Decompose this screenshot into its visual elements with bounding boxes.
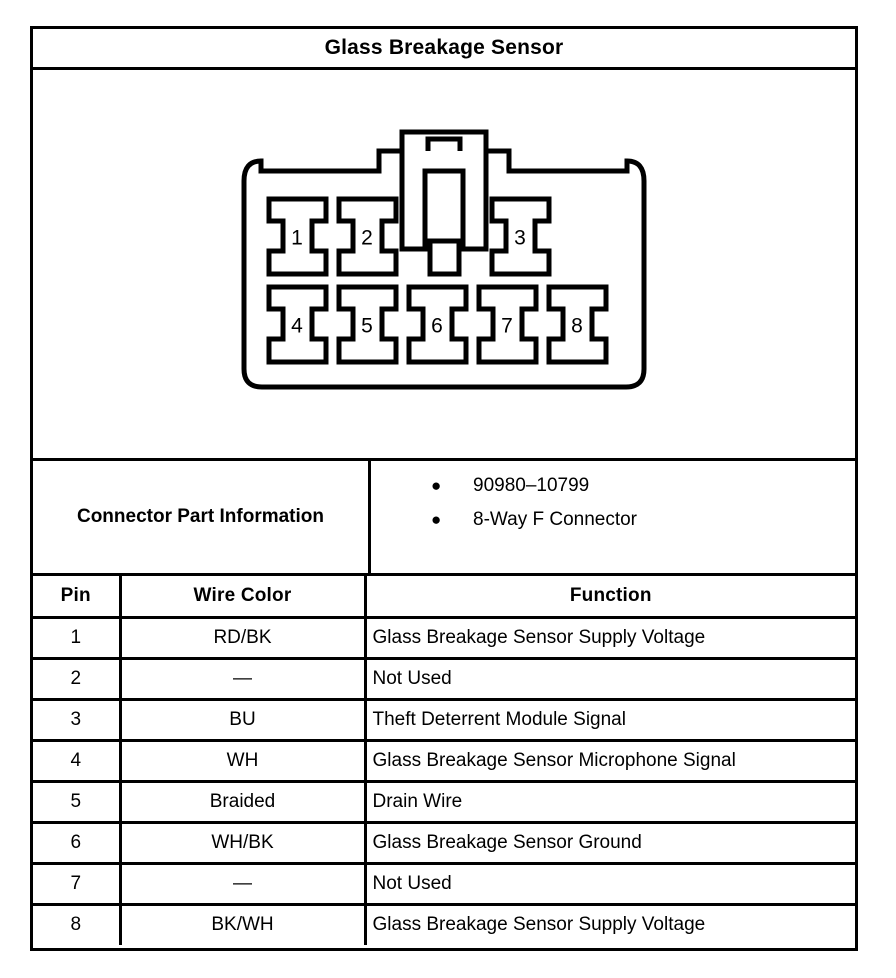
cell-pin: 1 <box>33 617 122 660</box>
column-header-pin: Pin <box>33 576 122 619</box>
cell-function: Not Used <box>365 863 855 906</box>
table-row: 2 — Not Used <box>33 658 855 701</box>
cell-function: Theft Deterrent Module Signal <box>365 699 855 742</box>
cell-pin: 7 <box>33 863 122 906</box>
column-header-wire-color: Wire Color <box>120 576 367 619</box>
latch-tab <box>425 136 463 151</box>
pin-assignment-table: Pin Wire Color Function 1 RD/BK Glass Br… <box>33 576 855 945</box>
pin-label-2: 2 <box>361 227 373 250</box>
cell-function: Glass Breakage Sensor Supply Voltage <box>372 914 706 936</box>
pin-label-7: 7 <box>501 315 513 338</box>
pin-label-8: 8 <box>571 315 583 338</box>
table-row: 6 WH/BK Glass Breakage Sensor Ground <box>33 822 855 865</box>
connector-shell-outline <box>241 148 647 390</box>
cell-pin: 8 <box>33 904 122 945</box>
terminal-cavity-8 <box>546 284 609 365</box>
center-keyway-square <box>427 238 462 277</box>
cell-function: Glass Breakage Sensor Ground <box>365 822 855 865</box>
connector-type: 8-Way F Connector <box>473 509 638 530</box>
cell-wire-color: — <box>120 863 367 906</box>
terminal-cavity-3 <box>489 196 552 277</box>
terminal-cavity-6 <box>406 284 469 365</box>
cell-wire-color: Braided <box>120 781 367 824</box>
table-header-row: Pin Wire Color Function <box>33 576 855 619</box>
pin-label-6: 6 <box>431 315 443 338</box>
table-row: 1 RD/BK Glass Breakage Sensor Supply Vol… <box>33 617 855 660</box>
cell-wire-color: BU <box>120 699 367 742</box>
list-item: ● 90980–10799 <box>431 475 855 497</box>
pin-label-5: 5 <box>361 315 373 338</box>
cell-wire-color: WH/BK <box>120 822 367 865</box>
table-body: 1 RD/BK Glass Breakage Sensor Supply Vol… <box>33 617 855 945</box>
cell-pin: 6 <box>33 822 122 865</box>
connector-part-information-values: ● 90980–10799 ● 8-Way F Connector <box>371 461 855 573</box>
connector-part-information-label: Connector Part Information <box>33 461 371 573</box>
table-row: 7 — Not Used <box>33 863 855 906</box>
table-row: 8 BK/WH Glass Breakage Sensor Supply Vol… <box>33 904 855 945</box>
cell-wire-color: — <box>120 658 367 701</box>
terminal-cavity-1 <box>266 196 329 277</box>
connector-diagram-panel: 1 2 3 4 5 6 7 8 <box>33 70 855 461</box>
cell-pin: 4 <box>33 740 122 783</box>
cell-wire-color: BK/WH <box>120 904 367 945</box>
pin-label-4: 4 <box>291 315 303 338</box>
list-item: ● 8-Way F Connector <box>431 509 855 531</box>
terminal-cavity-2 <box>336 196 399 277</box>
page-title: Glass Breakage Sensor <box>324 36 564 59</box>
connector-part-number: 90980–10799 <box>473 475 590 496</box>
pin-label-3: 3 <box>514 227 526 250</box>
cell-function: Drain Wire <box>365 781 855 824</box>
terminal-cavity-5 <box>336 284 399 365</box>
cell-pin: 5 <box>33 781 122 824</box>
connector-spec-sheet: Glass Breakage Sensor <box>30 26 858 951</box>
table-row: 5 Braided Drain Wire <box>33 781 855 824</box>
pin-label-1: 1 <box>291 227 303 250</box>
connector-part-information-row: Connector Part Information ● 90980–10799… <box>33 461 855 576</box>
bullet-icon: ● <box>431 476 442 495</box>
title-bar: Glass Breakage Sensor <box>33 29 855 70</box>
cell-pin: 3 <box>33 699 122 742</box>
table-row: 4 WH Glass Breakage Sensor Microphone Si… <box>33 740 855 783</box>
terminal-cavity-7 <box>476 284 539 365</box>
latch-bracket <box>399 129 489 151</box>
bullet-icon: ● <box>431 510 442 529</box>
cell-function: Glass Breakage Sensor Supply Voltage <box>365 617 855 660</box>
table-row: 3 BU Theft Deterrent Module Signal <box>33 699 855 742</box>
cell-function: Glass Breakage Sensor Microphone Signal <box>365 740 855 783</box>
cell-function: Not Used <box>365 658 855 701</box>
cell-wire-color: WH <box>120 740 367 783</box>
terminal-cavity-4 <box>266 284 329 365</box>
cell-pin: 2 <box>33 658 122 701</box>
cell-wire-color: RD/BK <box>120 617 367 660</box>
column-header-function: Function <box>365 576 855 619</box>
connector-face-diagram: 1 2 3 4 5 6 7 8 <box>239 129 649 399</box>
